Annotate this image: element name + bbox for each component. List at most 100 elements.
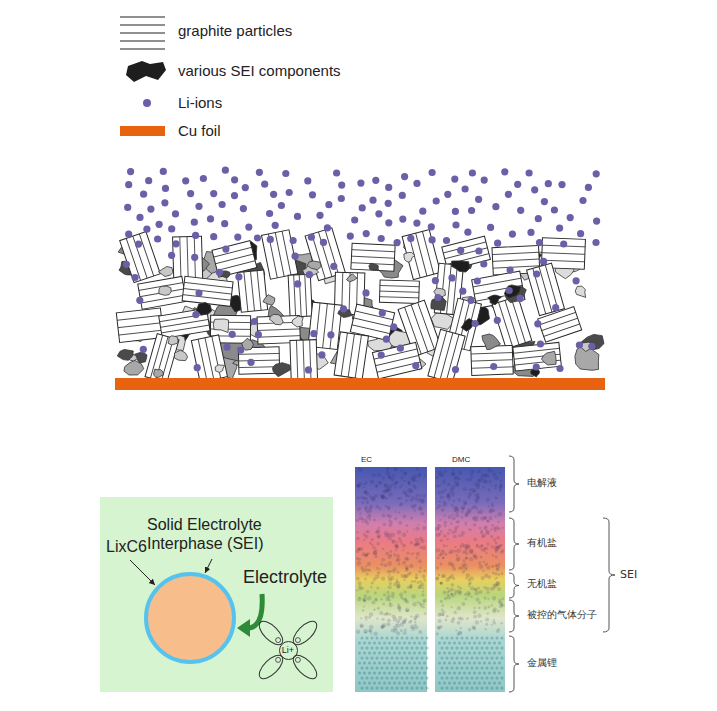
molecule-dot <box>384 563 388 567</box>
molecule-dot <box>375 599 378 602</box>
solvent-molecule <box>289 617 320 648</box>
lithium-atom <box>486 657 489 660</box>
li-ion <box>310 330 317 337</box>
molecule-dot <box>408 620 411 623</box>
molecule-dot <box>448 498 450 500</box>
molecule-dot <box>378 527 380 529</box>
lithium-atom <box>411 677 414 680</box>
molecule-dot <box>492 596 496 600</box>
molecule-dot <box>423 599 427 603</box>
node-text: Li+ <box>282 646 294 655</box>
lithium-atom <box>391 637 394 640</box>
lithium-atom <box>363 642 366 645</box>
lithium-atom <box>481 687 484 690</box>
lithium-atom <box>398 682 401 685</box>
molecule-dot <box>414 618 417 621</box>
molecule-dot <box>443 502 447 506</box>
lithium-atom <box>416 677 419 680</box>
li-ion <box>567 214 574 221</box>
li-ion <box>182 177 189 184</box>
molecule-dot <box>441 490 445 494</box>
lithium-atom <box>396 657 399 660</box>
graphite-layer <box>150 335 162 378</box>
li-ion <box>397 345 404 352</box>
molecule-dot <box>365 481 368 484</box>
li-ion <box>434 294 441 301</box>
particle-outline <box>538 307 582 343</box>
li-ion <box>242 184 249 191</box>
li-ion <box>347 233 354 240</box>
lithium-atom <box>461 637 464 640</box>
li-ion <box>457 247 464 254</box>
lithium-atom <box>361 687 364 690</box>
lithium-atom <box>486 677 489 680</box>
molecule-dot <box>417 581 420 584</box>
molecule-dot <box>495 550 498 553</box>
li-ion <box>222 246 229 253</box>
column-label: EC <box>361 455 372 465</box>
lithium-atom <box>488 652 491 655</box>
li-ion <box>340 305 347 312</box>
molecule-dot <box>495 542 498 545</box>
molecule-dot <box>367 515 371 519</box>
molecule-dot <box>395 559 398 562</box>
molecule-dot <box>377 534 381 538</box>
lithium-atom <box>388 682 391 685</box>
li-ion <box>338 195 345 202</box>
molecule-dot <box>470 596 472 598</box>
molecule-dot <box>358 468 362 472</box>
li-ion <box>254 234 261 241</box>
lithium-atom <box>413 682 416 685</box>
molecule-dot <box>448 551 451 554</box>
lithium-atom <box>501 677 504 680</box>
li-ion-legend-sample <box>143 99 151 107</box>
layer-label: 电解液 <box>527 477 557 489</box>
lithium-atom <box>461 657 464 660</box>
lithium-atom <box>463 672 466 675</box>
molecule-dot <box>377 607 380 610</box>
molecule-dot <box>445 488 447 490</box>
lithium-atom <box>471 687 474 690</box>
graphite-layer <box>184 289 232 295</box>
molecule-dot <box>454 550 457 553</box>
molecule-dot <box>400 596 403 599</box>
molecule-dot <box>391 533 395 537</box>
molecule-dot <box>379 507 382 510</box>
lithium-atom <box>451 667 454 670</box>
lithium-atom <box>466 637 469 640</box>
molecule-dot <box>418 630 422 634</box>
graphite-layer <box>380 285 419 286</box>
lithium-atom <box>453 652 456 655</box>
lithium-atom <box>466 677 469 680</box>
graphite-particle <box>288 274 312 317</box>
molecule-dot <box>371 538 374 541</box>
molecule-dot <box>456 483 460 487</box>
lithium-atom <box>381 637 384 640</box>
graphite-legend-sample <box>120 17 165 49</box>
molecule-dot <box>487 598 489 600</box>
molecule-dot <box>370 586 372 588</box>
molecule-dot <box>356 519 359 522</box>
legend-text: various SEI components <box>178 62 341 80</box>
lithium-atom <box>466 657 469 660</box>
molecule-dot <box>487 468 491 472</box>
particle-outline <box>288 274 312 317</box>
lithium-atom <box>416 657 419 660</box>
molecule-dot <box>487 612 489 614</box>
graphite-layer <box>416 233 427 276</box>
molecule-dot <box>495 578 497 580</box>
molecule-dot <box>485 525 488 528</box>
lithium-atom <box>403 642 406 645</box>
molecule-dot <box>399 486 402 489</box>
molecule-dot <box>366 572 369 575</box>
molecule-dot <box>387 591 390 594</box>
layer-line <box>120 40 165 41</box>
li-ion <box>161 199 168 206</box>
molecule-dot <box>483 516 487 520</box>
li-ion <box>576 341 583 348</box>
molecule-dot <box>448 492 451 495</box>
molecule-dot <box>470 586 474 590</box>
column-texture <box>356 467 505 689</box>
graphite-layer <box>323 304 328 348</box>
molecule-dot <box>465 521 468 524</box>
